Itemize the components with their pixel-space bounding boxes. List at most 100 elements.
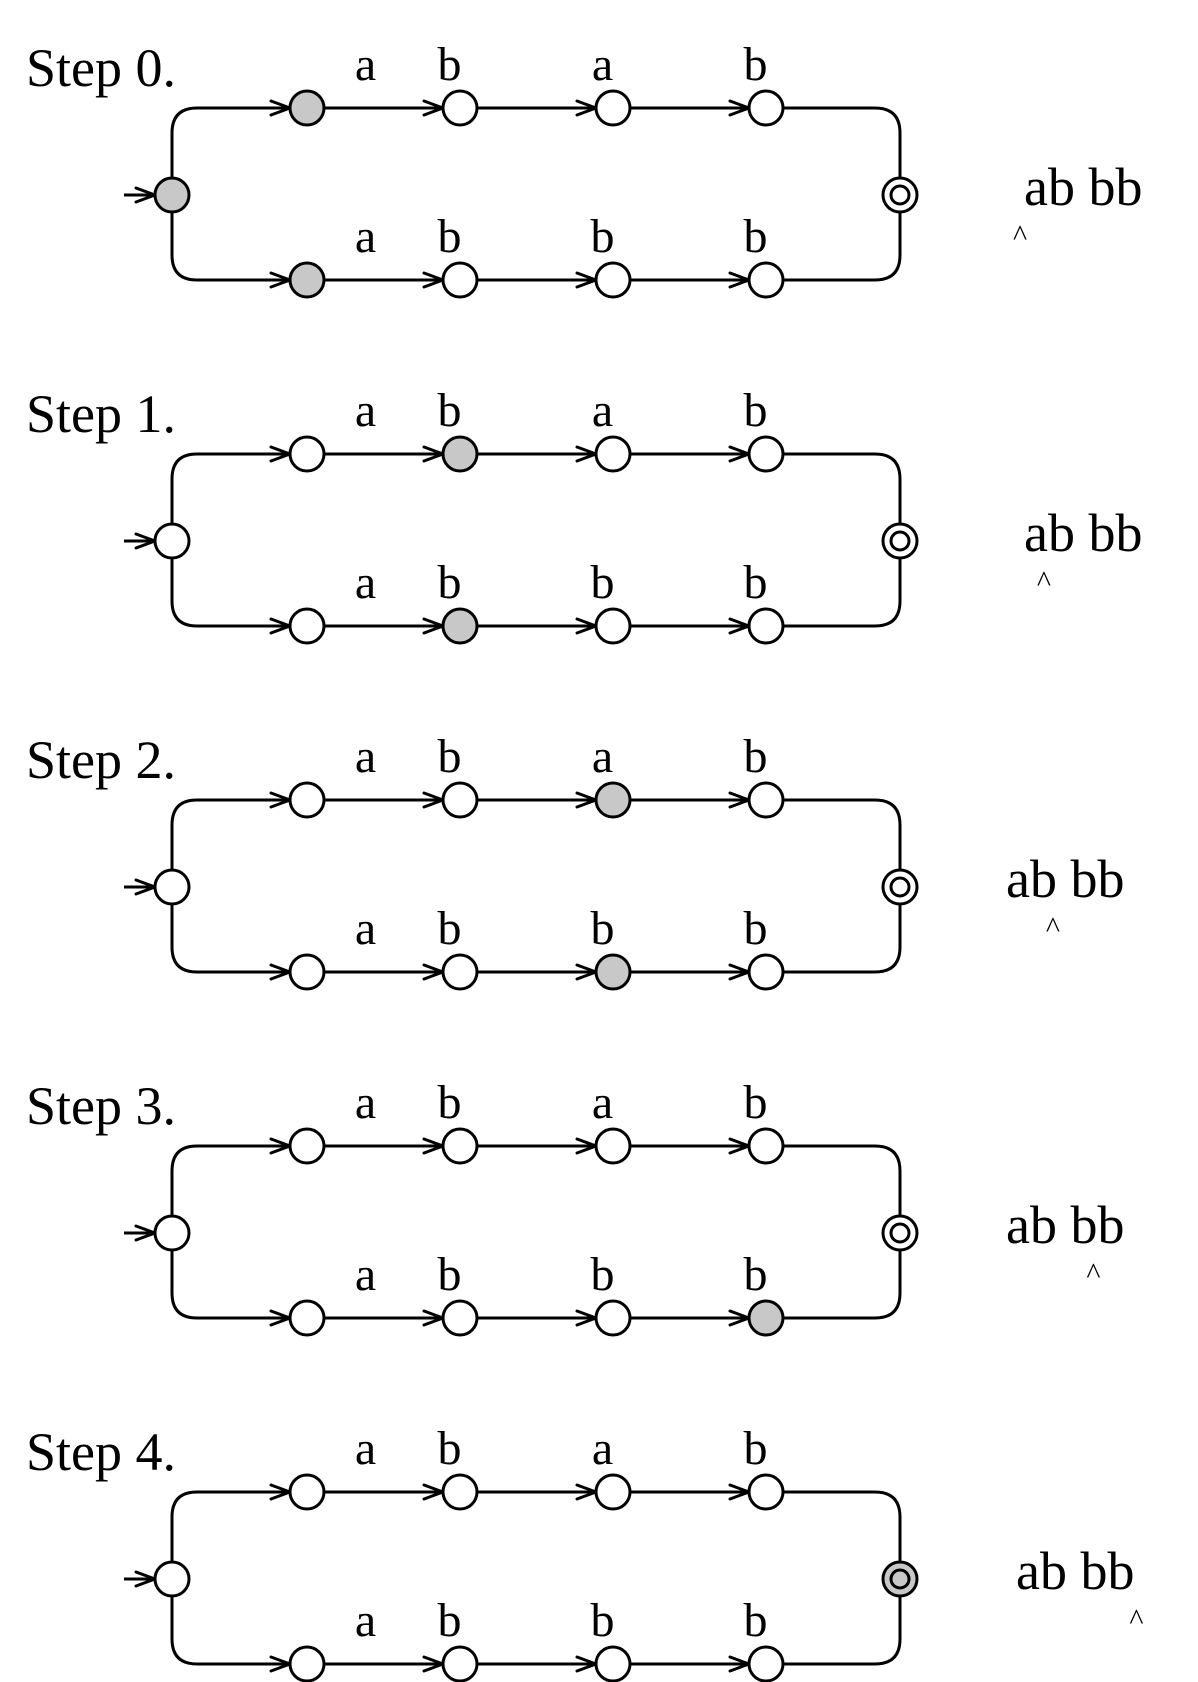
top-transition-label-0: a bbox=[355, 730, 376, 783]
bottom-transition-label-0: a bbox=[355, 1248, 376, 1301]
input-position-caret: ^ bbox=[1037, 565, 1051, 598]
top-transition-label-2: a bbox=[592, 1422, 613, 1475]
top-transition-label-1: b bbox=[438, 1076, 462, 1129]
bottom-state-3 bbox=[594, 1645, 632, 1682]
bottom-final-edge bbox=[783, 178, 902, 282]
top-state-1 bbox=[288, 1473, 326, 1511]
final-state-inner-ring bbox=[889, 1222, 911, 1244]
final-state bbox=[881, 1560, 919, 1598]
top-final-edge bbox=[783, 1144, 902, 1250]
bottom-state-3 bbox=[594, 953, 632, 991]
top-transition-label-3: b bbox=[744, 38, 768, 91]
top-transition-label-0: a bbox=[355, 1422, 376, 1475]
bottom-transition-label-0: a bbox=[355, 556, 376, 609]
top-transition-label-1: b bbox=[438, 384, 462, 437]
bottom-state-2 bbox=[441, 1645, 479, 1682]
top-transition-label-3: b bbox=[744, 730, 768, 783]
step-title: Step 2. bbox=[26, 730, 176, 790]
bottom-transition-label-3: b bbox=[744, 210, 768, 263]
input-position-caret: ^ bbox=[1129, 1603, 1143, 1636]
top-transition-label-3: b bbox=[744, 1076, 768, 1129]
top-state-1 bbox=[288, 1127, 326, 1165]
bottom-transition-label-3: b bbox=[744, 1248, 768, 1301]
top-state-4 bbox=[747, 89, 785, 127]
top-transition-label-3: b bbox=[744, 384, 768, 437]
bottom-transition-label-1: b bbox=[438, 556, 462, 609]
bottom-transition-label-1: b bbox=[438, 1248, 462, 1301]
bottom-state-1 bbox=[288, 1645, 326, 1682]
top-transition-label-2: a bbox=[592, 38, 613, 91]
bottom-state-1 bbox=[288, 953, 326, 991]
top-final-edge bbox=[783, 798, 902, 904]
top-transition-label-1: b bbox=[438, 730, 462, 783]
bottom-transition-label-0: a bbox=[355, 1594, 376, 1647]
step-title: Step 1. bbox=[26, 384, 176, 444]
bottom-branch-edge bbox=[170, 558, 290, 628]
bottom-transition-label-1: b bbox=[438, 210, 462, 263]
top-state-4 bbox=[747, 1127, 785, 1165]
final-state-inner-ring bbox=[889, 876, 911, 898]
bottom-state-4 bbox=[747, 1645, 785, 1682]
top-transition-label-0: a bbox=[355, 1076, 376, 1129]
start-state bbox=[153, 868, 191, 906]
top-branch-edge bbox=[170, 798, 290, 870]
top-final-edge bbox=[783, 106, 902, 212]
bottom-state-4 bbox=[747, 261, 785, 299]
input-string: ab bb bbox=[1016, 1541, 1134, 1601]
bottom-transition-label-2: b bbox=[591, 902, 615, 955]
bottom-branch-edge bbox=[170, 904, 290, 974]
top-branch-edge bbox=[170, 1490, 290, 1562]
bottom-state-2 bbox=[441, 1299, 479, 1337]
input-string: ab bb bbox=[1006, 1195, 1124, 1255]
bottom-transition-label-3: b bbox=[744, 556, 768, 609]
top-state-1 bbox=[288, 781, 326, 819]
bottom-transition-label-0: a bbox=[355, 210, 376, 263]
final-state bbox=[881, 868, 919, 906]
top-state-2 bbox=[441, 89, 479, 127]
bottom-transition-label-0: a bbox=[355, 902, 376, 955]
top-state-2 bbox=[441, 781, 479, 819]
top-transition-label-3: b bbox=[744, 1422, 768, 1475]
input-string: ab bb bbox=[1024, 503, 1142, 563]
step-title: Step 3. bbox=[26, 1076, 176, 1136]
top-state-4 bbox=[747, 781, 785, 819]
bottom-final-edge bbox=[783, 870, 902, 974]
top-branch-edge bbox=[170, 452, 290, 524]
top-transition-label-0: a bbox=[355, 38, 376, 91]
top-branch-edge bbox=[170, 1144, 290, 1216]
start-state bbox=[153, 522, 191, 560]
bottom-state-3 bbox=[594, 1299, 632, 1337]
bottom-state-1 bbox=[288, 607, 326, 645]
bottom-state-1 bbox=[288, 1299, 326, 1337]
step-title: Step 4. bbox=[26, 1422, 176, 1482]
final-state-inner-ring bbox=[889, 1568, 911, 1590]
top-branch-edge bbox=[170, 106, 290, 178]
bottom-state-2 bbox=[441, 607, 479, 645]
bottom-transition-label-2: b bbox=[591, 556, 615, 609]
final-state bbox=[881, 1214, 919, 1252]
final-state-inner-ring bbox=[889, 184, 911, 206]
input-position-caret: ^ bbox=[1013, 219, 1027, 252]
top-state-2 bbox=[441, 1473, 479, 1511]
step-title: Step 0. bbox=[26, 38, 176, 98]
top-transition-label-1: b bbox=[438, 1422, 462, 1475]
input-string: ab bb bbox=[1006, 849, 1124, 909]
top-transition-label-2: a bbox=[592, 384, 613, 437]
start-state bbox=[153, 1560, 191, 1598]
bottom-state-2 bbox=[441, 261, 479, 299]
bottom-final-edge bbox=[783, 1562, 902, 1666]
top-state-4 bbox=[747, 1473, 785, 1511]
input-position-caret: ^ bbox=[1086, 1257, 1100, 1290]
top-state-4 bbox=[747, 435, 785, 473]
bottom-state-3 bbox=[594, 261, 632, 299]
bottom-transition-label-3: b bbox=[744, 902, 768, 955]
top-transition-label-2: a bbox=[592, 1076, 613, 1129]
bottom-transition-label-2: b bbox=[591, 1594, 615, 1647]
top-final-edge bbox=[783, 1490, 902, 1596]
bottom-final-edge bbox=[783, 1216, 902, 1320]
bottom-state-4 bbox=[747, 1299, 785, 1337]
